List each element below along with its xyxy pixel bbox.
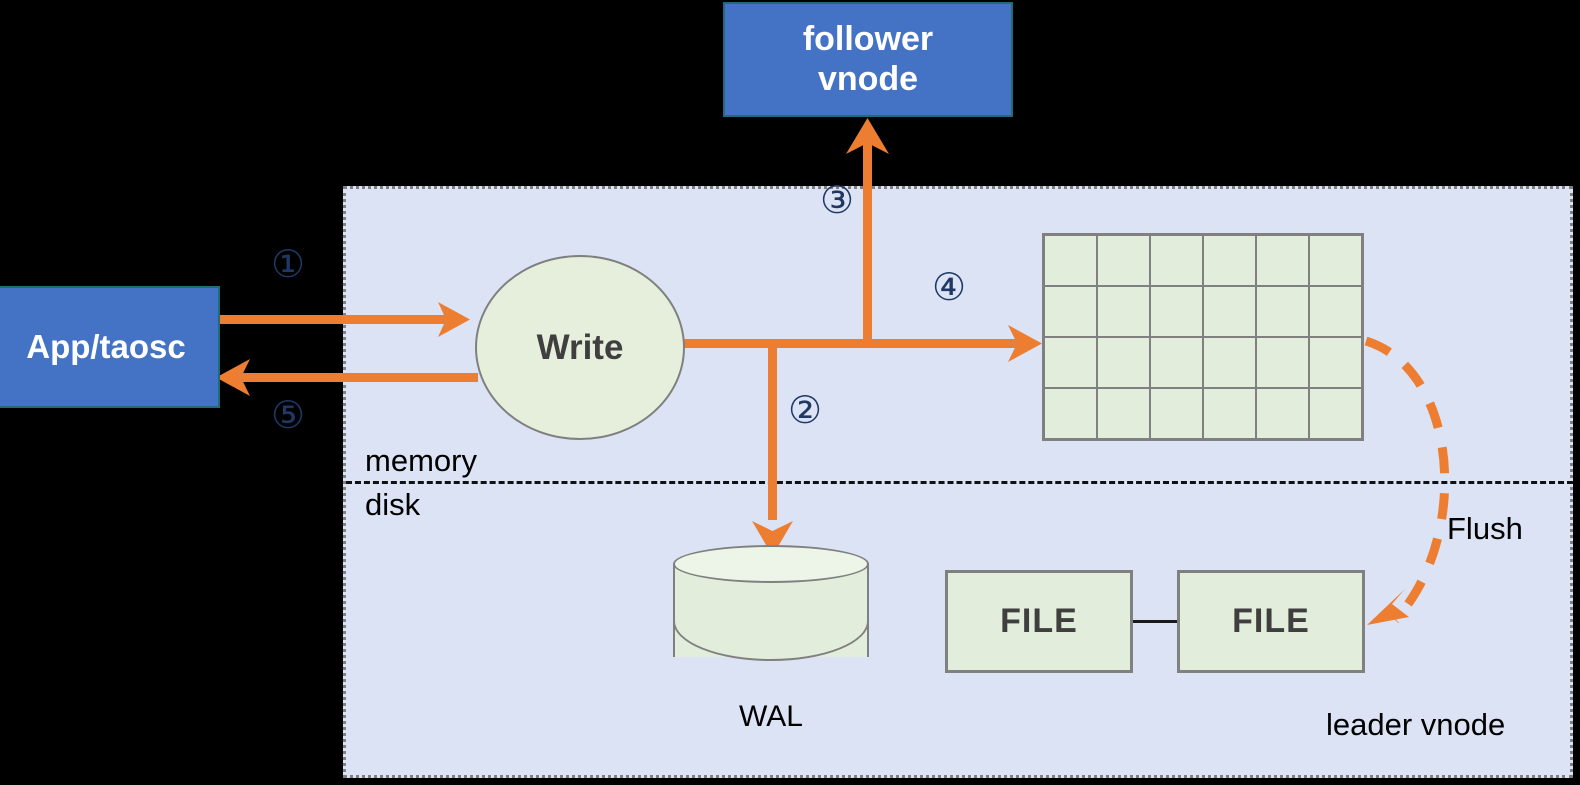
step-marker-1: ①	[271, 242, 306, 286]
step-marker-2: ②	[788, 388, 823, 432]
edge-to-wal-line	[768, 343, 777, 520]
grid-cell	[1310, 338, 1361, 387]
grid-cell	[1098, 287, 1149, 336]
file-1-label: FILE	[1000, 602, 1078, 640]
file-box-1[interactable]: FILE	[945, 570, 1133, 673]
step-marker-3: ③	[820, 178, 855, 222]
memory-table-grid	[1042, 233, 1364, 441]
grid-cell	[1151, 236, 1202, 285]
grid-cell	[1045, 236, 1096, 285]
grid-cell	[1151, 338, 1202, 387]
edge-write-trunk-line	[682, 339, 1022, 348]
grid-cell	[1257, 287, 1308, 336]
follower-vnode-label-line2: vnode	[817, 59, 919, 98]
wal-cylinder[interactable]	[673, 545, 869, 675]
memory-zone-label: memory	[365, 443, 477, 478]
write-label: Write	[536, 327, 624, 367]
grid-cell	[1151, 389, 1202, 438]
grid-cell	[1098, 236, 1149, 285]
follower-vnode-label-line1: follower	[802, 20, 934, 59]
grid-cell	[1257, 338, 1308, 387]
grid-cell	[1098, 338, 1149, 387]
grid-cell	[1310, 389, 1361, 438]
step-marker-4: ④	[932, 265, 967, 309]
grid-cell	[1045, 338, 1096, 387]
step-marker-5: ⑤	[271, 393, 306, 437]
write-node[interactable]: Write	[475, 255, 685, 440]
app-taosc-label: App/taosc	[26, 328, 186, 366]
grid-cell	[1098, 389, 1149, 438]
grid-cell	[1257, 389, 1308, 438]
leader-vnode-label: leader vnode	[1326, 707, 1506, 742]
memory-disk-divider	[346, 481, 1573, 484]
grid-cell	[1310, 236, 1361, 285]
file-2-label: FILE	[1232, 602, 1310, 640]
app-taosc-box[interactable]: App/taosc	[0, 286, 220, 408]
grid-cell	[1204, 236, 1255, 285]
file-box-2[interactable]: FILE	[1177, 570, 1365, 673]
follower-vnode-box[interactable]: follower vnode	[723, 2, 1013, 117]
grid-cell	[1257, 236, 1308, 285]
edge-write-to-app-line	[228, 373, 478, 382]
grid-cell	[1045, 389, 1096, 438]
edge-to-follower-line	[863, 140, 872, 345]
wal-label: WAL	[739, 700, 803, 733]
grid-cell	[1204, 287, 1255, 336]
grid-cell	[1151, 287, 1202, 336]
grid-cell	[1045, 287, 1096, 336]
grid-cell	[1204, 338, 1255, 387]
disk-zone-label: disk	[365, 487, 421, 522]
flush-edge-label: Flush	[1447, 511, 1523, 546]
edge-app-to-write-line	[218, 315, 461, 324]
grid-cell	[1310, 287, 1361, 336]
grid-cell	[1204, 389, 1255, 438]
wal-cylinder-top	[673, 545, 869, 583]
file-link-connector	[1133, 620, 1177, 623]
